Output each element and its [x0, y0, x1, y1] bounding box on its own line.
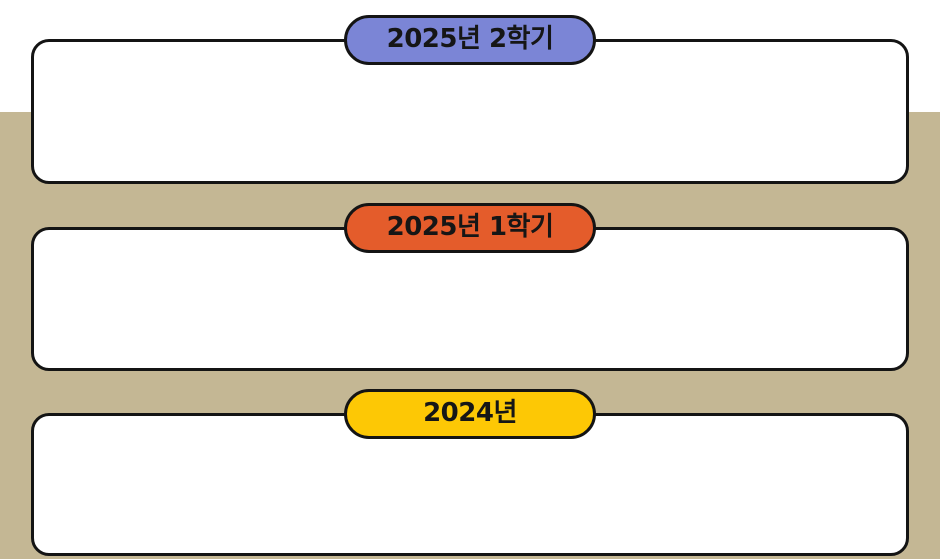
section-card-2025-semester-2: 2025년 2학기 [31, 15, 909, 184]
section-content-2025-semester-2 [34, 65, 906, 181]
section-pill-2025-semester-2[interactable]: 2025년 2학기 [344, 15, 596, 65]
section-card-2025-semester-1: 2025년 1학기 [31, 203, 909, 371]
section-pill-label-2025-semester-1: 2025년 1학기 [386, 212, 554, 242]
section-pill-2024[interactable]: 2024년 [344, 389, 596, 439]
section-content-2025-semester-1 [34, 253, 906, 368]
section-pill-2025-semester-1[interactable]: 2025년 1학기 [344, 203, 596, 253]
section-pill-label-2024: 2024년 [423, 398, 517, 428]
section-pill-label-2025-semester-2: 2025년 2학기 [386, 24, 554, 54]
section-card-2024: 2024년 [31, 389, 909, 556]
section-content-2024 [34, 439, 906, 553]
